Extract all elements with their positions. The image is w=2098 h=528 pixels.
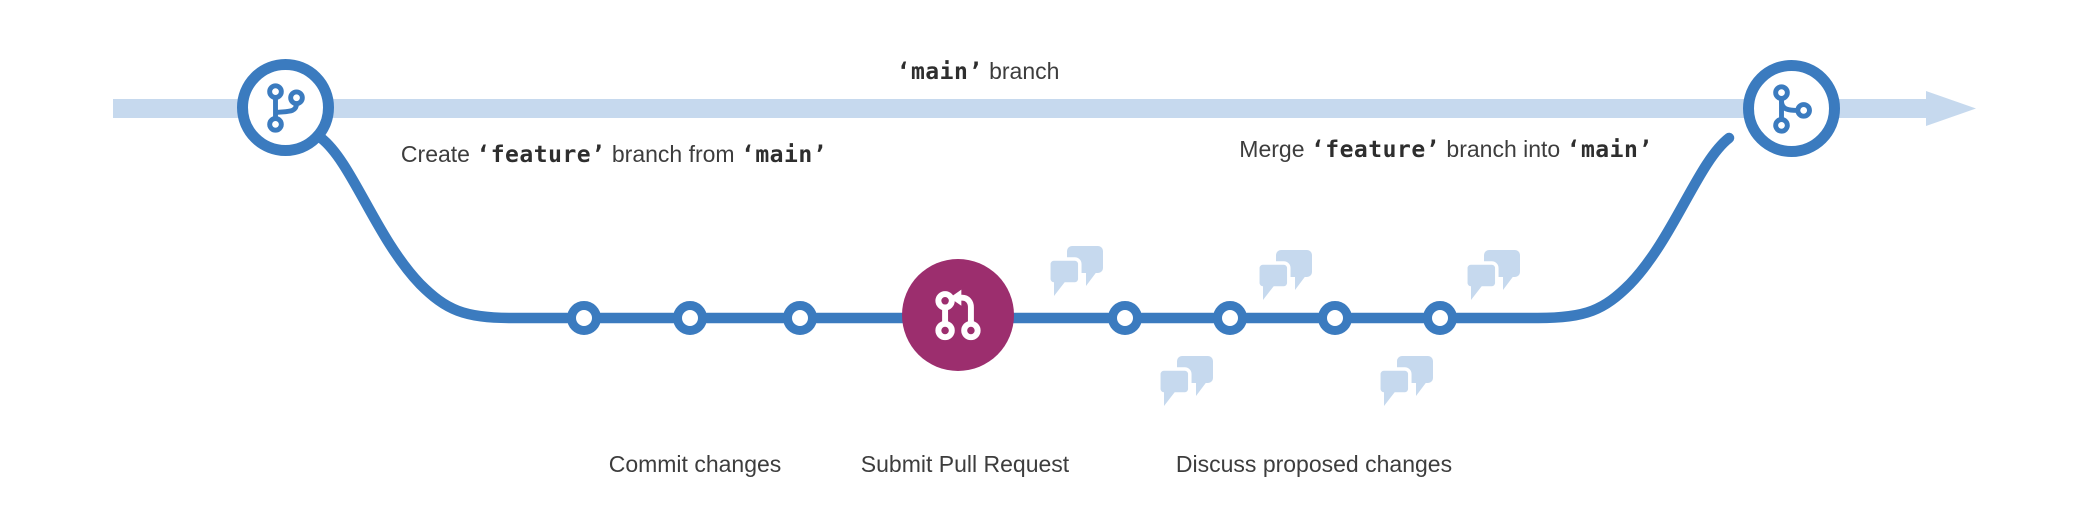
git-merge-icon xyxy=(1772,83,1812,134)
pull-request-node xyxy=(902,259,1014,371)
merge-text-1: Merge xyxy=(1239,136,1311,162)
discussion-bubbles-icon xyxy=(1464,249,1522,303)
merge-point-node xyxy=(1743,60,1840,157)
commit-dot xyxy=(1318,301,1352,335)
discussion-bubbles-icon xyxy=(1157,355,1215,409)
create-branch-label: Create ‘feature’ branch from ‘main’ xyxy=(401,141,827,170)
commit-dots xyxy=(567,301,1457,335)
discussion-bubbles-icon xyxy=(1256,249,1314,303)
discussion-bubbles-icon xyxy=(1377,355,1435,409)
git-branch-icon xyxy=(266,82,305,133)
commit-dot xyxy=(567,301,601,335)
main-branch-text: branch xyxy=(982,58,1060,84)
commit-dot xyxy=(783,301,817,335)
commit-dot xyxy=(1108,301,1142,335)
commit-dot xyxy=(673,301,707,335)
branch-point-node xyxy=(237,59,334,156)
feature-branch-line xyxy=(315,132,1735,324)
main-branch-arrowhead-icon xyxy=(1926,91,1976,126)
create-text-2: branch from xyxy=(605,141,741,167)
merge-code-feature: ‘feature’ xyxy=(1310,137,1441,163)
submit-pull-request-caption: Submit Pull Request xyxy=(860,451,1070,477)
merge-code-main: ‘main’ xyxy=(1566,137,1653,163)
commit-dot xyxy=(1213,301,1247,335)
commit-changes-caption: Commit changes xyxy=(608,451,782,477)
main-branch-line xyxy=(113,99,1926,118)
create-code-feature: ‘feature’ xyxy=(476,142,606,168)
merge-branch-label: Merge ‘feature’ branch into ‘main’ xyxy=(1239,136,1652,165)
main-branch-label: ‘main’ branch xyxy=(897,58,1060,87)
merge-text-2: branch into xyxy=(1440,136,1567,162)
create-text-1: Create xyxy=(400,141,477,167)
discuss-changes-caption: Discuss proposed changes xyxy=(1175,451,1453,477)
create-code-main: ‘main’ xyxy=(740,142,828,168)
main-branch-code: ‘main’ xyxy=(896,59,983,85)
pull-request-icon xyxy=(935,289,981,341)
commit-dot xyxy=(1423,301,1457,335)
discussion-bubbles-icon xyxy=(1047,245,1105,299)
